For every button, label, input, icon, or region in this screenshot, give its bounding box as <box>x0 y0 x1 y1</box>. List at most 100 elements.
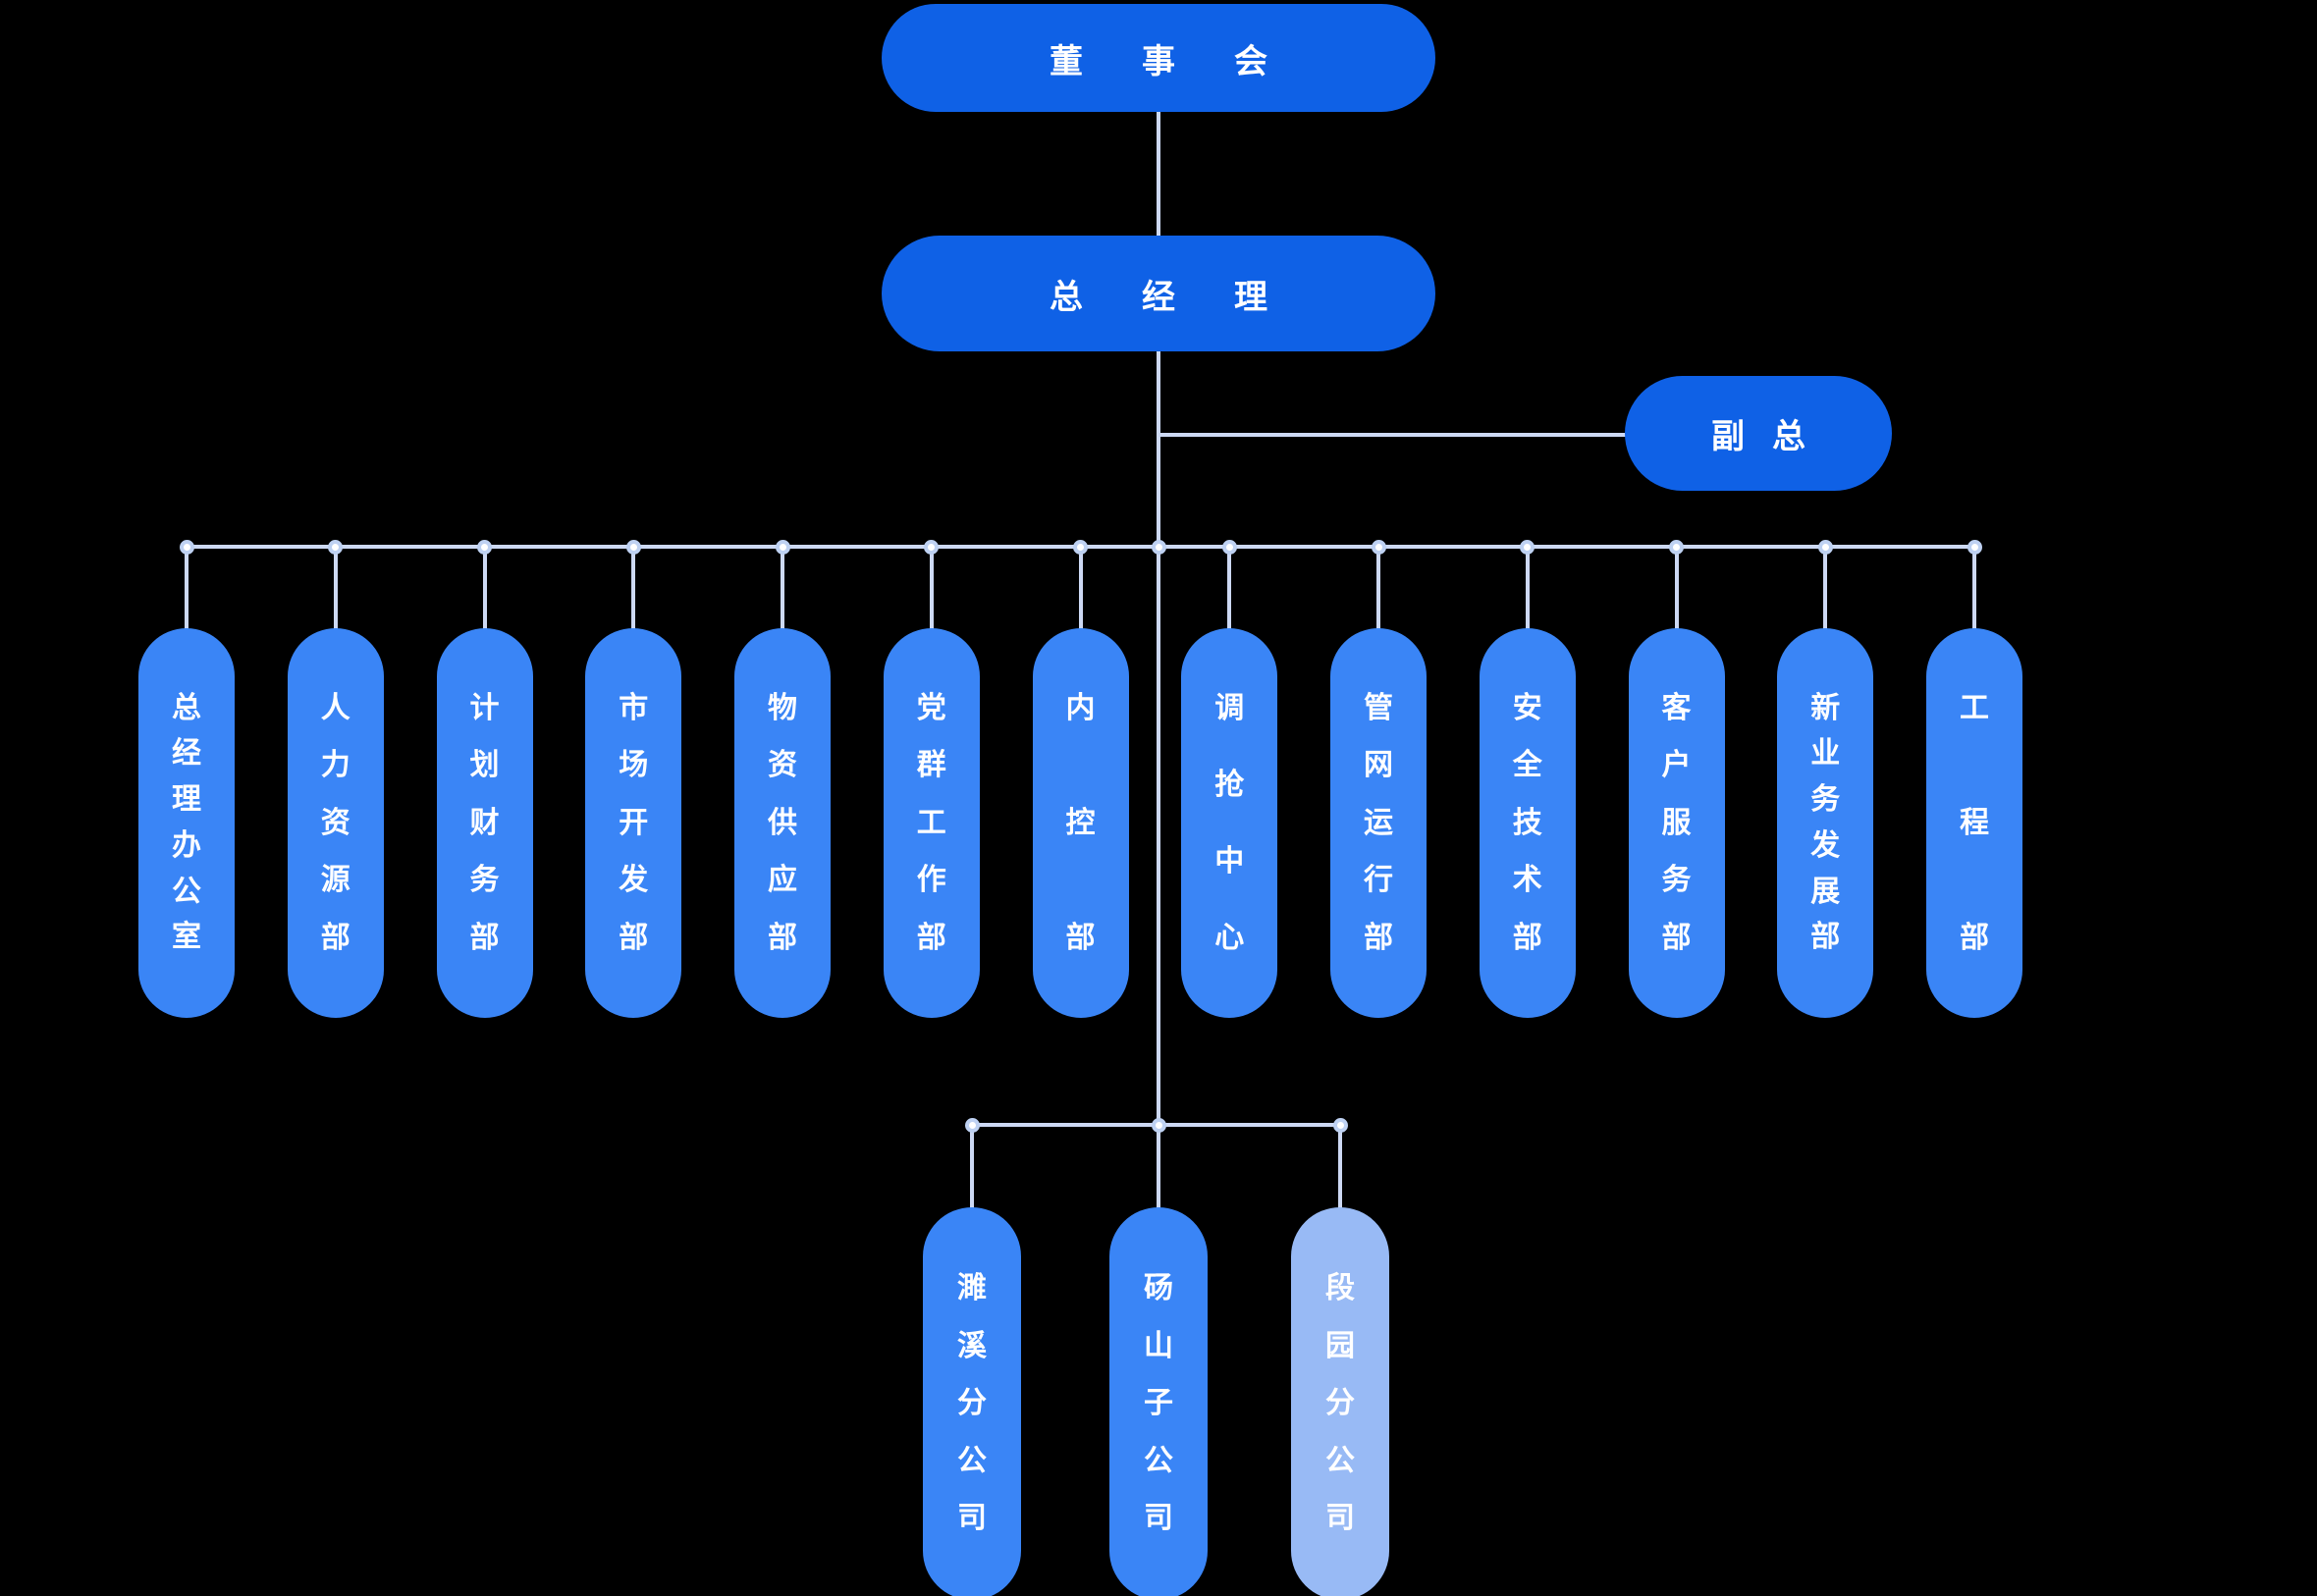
label-char: 总 <box>172 691 201 724</box>
junction-dot <box>179 539 194 555</box>
connector-line <box>1078 547 1083 636</box>
deputy-label: 副总 <box>1711 418 1833 455</box>
label-char: 公 <box>1144 1444 1173 1477</box>
label-char: 部 <box>320 921 350 954</box>
label-char: 溪 <box>957 1329 987 1362</box>
subsidiary-label: 段园分公司 <box>1325 1274 1355 1533</box>
connector-line <box>1157 351 1160 1125</box>
label-char: 办 <box>172 828 201 862</box>
label-char: 开 <box>619 806 649 839</box>
department-node: 计划财务部 <box>436 628 533 1018</box>
department-label: 计划财务部 <box>469 693 500 953</box>
junction-dot <box>1151 539 1166 555</box>
label-char: 砀 <box>1144 1272 1173 1304</box>
label-char: 展 <box>1810 875 1841 908</box>
label-char: 司 <box>1144 1502 1173 1534</box>
junction-dot <box>1221 539 1237 555</box>
label-char: 部 <box>916 921 946 954</box>
label-char: 全 <box>1512 749 1542 781</box>
junction-dot <box>1073 539 1088 555</box>
connector-line <box>1376 547 1380 636</box>
label-char: 司 <box>957 1502 987 1534</box>
connector-line <box>333 547 338 636</box>
label-char: 客 <box>1661 691 1692 724</box>
label-char: 子 <box>1144 1387 1173 1419</box>
label-char: 经 <box>172 737 201 771</box>
junction-dot <box>625 539 641 555</box>
department-node: 市场开发部 <box>585 628 682 1018</box>
department-node: 客户服务部 <box>1628 628 1725 1018</box>
connector-line <box>929 547 934 636</box>
junction-dot <box>477 539 492 555</box>
label-char: 人 <box>320 691 350 724</box>
label-char: 控 <box>1065 806 1096 839</box>
label-char: 内 <box>1065 691 1096 724</box>
label-char: 发 <box>1810 828 1841 862</box>
department-label: 工程部 <box>1960 691 1989 954</box>
label-char: 室 <box>172 921 201 954</box>
label-char: 程 <box>1960 806 1989 839</box>
department-label: 调抢中心 <box>1214 693 1245 954</box>
label-char: 群 <box>916 749 946 781</box>
label-char: 公 <box>1325 1444 1355 1477</box>
label-char: 服 <box>1661 806 1692 839</box>
connector-line <box>1823 547 1828 636</box>
label-char: 部 <box>1810 921 1841 954</box>
label-char: 务 <box>1661 864 1692 896</box>
general-manager-node: 总经理 <box>882 236 1435 351</box>
label-char: 工 <box>916 806 946 839</box>
label-char: 濉 <box>957 1272 987 1304</box>
board-node: 董事会 <box>882 4 1435 112</box>
label-char: 部 <box>1960 921 1989 954</box>
junction-dot <box>924 539 940 555</box>
department-node: 物资供应部 <box>734 628 831 1018</box>
label-char: 术 <box>1512 864 1542 896</box>
department-node: 安全技术部 <box>1479 628 1576 1018</box>
department-node: 工程部 <box>1926 628 2022 1018</box>
label-char: 工 <box>1960 691 1989 724</box>
department-label: 管网运行部 <box>1364 693 1393 954</box>
connector-line <box>1972 547 1976 636</box>
junction-dot <box>775 539 790 555</box>
general-manager-label: 总经理 <box>1050 278 1326 316</box>
department-label: 新业务发展部 <box>1810 691 1841 954</box>
label-char: 部 <box>1065 921 1096 954</box>
label-char: 运 <box>1364 806 1393 839</box>
label-char: 应 <box>768 864 797 896</box>
label-char: 分 <box>1325 1387 1355 1419</box>
label-char: 抢 <box>1214 768 1245 801</box>
department-label: 党群工作部 <box>916 691 946 954</box>
department-label: 总经理办公室 <box>172 691 201 954</box>
connector-line <box>970 1125 974 1215</box>
connector-line <box>1338 1125 1342 1215</box>
label-char: 资 <box>768 749 797 781</box>
label-char: 技 <box>1512 806 1542 839</box>
connector-line <box>1157 1125 1160 1215</box>
label-char: 公 <box>172 875 201 908</box>
department-label: 安全技术部 <box>1512 693 1542 953</box>
label-char: 园 <box>1325 1329 1355 1362</box>
label-char: 财 <box>469 806 500 839</box>
label-char: 新 <box>1810 691 1841 724</box>
label-char: 划 <box>469 749 500 781</box>
label-char: 部 <box>768 921 797 954</box>
department-node: 内控部 <box>1032 628 1129 1018</box>
label-char: 部 <box>619 921 649 954</box>
junction-dot <box>1967 539 1982 555</box>
label-char: 司 <box>1325 1502 1355 1534</box>
label-char: 心 <box>1214 921 1245 954</box>
board-label: 董事会 <box>1050 42 1326 80</box>
department-label: 内控部 <box>1065 691 1096 954</box>
department-node: 管网运行部 <box>1330 628 1427 1018</box>
connector-line <box>482 547 487 636</box>
label-char: 党 <box>916 691 946 724</box>
label-char: 务 <box>469 864 500 896</box>
subsidiary-node: 濉溪分公司 <box>923 1207 1021 1596</box>
department-node: 新业务发展部 <box>1777 628 1874 1018</box>
label-char: 供 <box>768 806 797 839</box>
label-char: 中 <box>1214 844 1245 878</box>
label-char: 部 <box>1364 921 1393 954</box>
label-char: 物 <box>768 691 797 724</box>
junction-dot <box>964 1117 980 1133</box>
